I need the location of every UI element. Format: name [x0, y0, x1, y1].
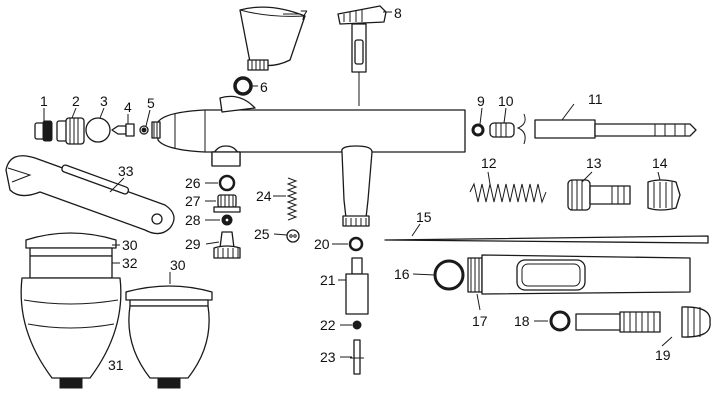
air-valve-parts: [286, 177, 369, 375]
needle-chucking-parts: [471, 113, 697, 145]
valve-screw-part: [549, 306, 711, 338]
callout-label: 29: [185, 236, 201, 252]
callout-label: 5: [147, 95, 155, 111]
leader-lines: [43, 11, 673, 358]
callout-label: 12: [481, 155, 497, 171]
callout-label: 11: [588, 91, 603, 107]
callout-label: 19: [655, 347, 671, 363]
callout-label: 27: [185, 193, 201, 209]
callout-label: 32: [122, 255, 138, 271]
callout-label: 9: [477, 93, 485, 109]
spring-and-guide-parts: [469, 179, 681, 211]
callout-label: 14: [652, 155, 668, 171]
large-bottle-part: [20, 232, 122, 389]
callout-label: 2: [72, 93, 80, 109]
callout-label: 26: [185, 175, 201, 191]
callout-label: 6: [260, 79, 268, 95]
callout-label: 24: [256, 188, 272, 204]
callout-label: 17: [472, 313, 488, 329]
callout-label: 31: [108, 357, 124, 373]
callout-label: 15: [416, 209, 432, 225]
callout-label: 33: [118, 163, 134, 179]
callout-label: 4: [124, 99, 132, 115]
callout-label: 23: [320, 349, 336, 365]
callout-label: 25: [254, 226, 270, 242]
cup-adapter-parts: [213, 174, 241, 259]
callout-label: 10: [498, 93, 514, 109]
callout-labels: 1 2 3 4 5 6 7 8 9 10 11 12 13 14 15 16 1…: [40, 5, 671, 373]
callout-label: 7: [300, 7, 308, 23]
wrench-part: [5, 155, 175, 235]
callout-label: 13: [586, 155, 602, 171]
nozzle-parts: [34, 117, 161, 145]
color-cup-part: [233, 6, 306, 96]
callout-label: 30: [122, 237, 138, 253]
callout-label: 28: [185, 212, 201, 228]
airbrush-main-body: [157, 95, 466, 227]
small-bottle-part: [125, 285, 213, 389]
callout-label: 22: [320, 317, 336, 333]
callout-label: 16: [394, 266, 410, 282]
needle-part: [384, 235, 709, 244]
handle-part: [433, 254, 691, 295]
trigger-part: [337, 5, 387, 106]
callout-label: 8: [394, 5, 402, 21]
callout-label: 30: [170, 257, 186, 273]
callout-label: 18: [514, 313, 530, 329]
callout-label: 3: [100, 93, 108, 109]
callout-label: 21: [320, 272, 336, 288]
callout-label: 1: [40, 93, 48, 109]
callout-label: 20: [314, 236, 330, 252]
